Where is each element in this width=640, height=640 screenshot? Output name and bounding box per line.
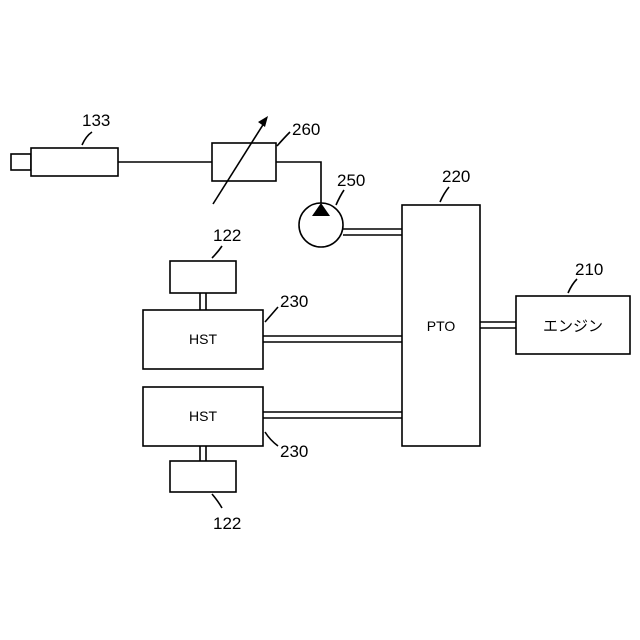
pump-ref-label: 250 [337, 171, 365, 190]
valve-ref-label: 260 [292, 120, 320, 139]
variable-valve-box [212, 143, 276, 181]
pump-leader [336, 190, 344, 205]
engine-leader [568, 279, 577, 293]
top-wheel-ref-label: 122 [213, 226, 241, 245]
engine-label: エンジン [543, 317, 603, 335]
bottom-wheel-ref-label: 122 [213, 514, 241, 533]
top-wheel-leader [212, 246, 222, 258]
pto-label: PTO [427, 318, 456, 334]
bottom-hst-ref-label: 230 [280, 442, 308, 461]
top-hst-ref-label: 230 [280, 292, 308, 311]
sensor-unit [11, 148, 118, 176]
sensor-body [31, 148, 118, 176]
bottom-wheel-leader [212, 494, 222, 508]
valve-leader [277, 132, 290, 146]
valve-pump-line [276, 162, 321, 203]
top-hst-label: HST [189, 331, 217, 347]
top-wheel-box [170, 261, 236, 293]
bottom-hst-leader [265, 432, 278, 446]
bottom-hst-label: HST [189, 408, 217, 424]
top-hst-leader [265, 307, 278, 322]
pto-ref-label: 220 [442, 167, 470, 186]
sensor-tip [11, 154, 31, 170]
engine-ref-label: 210 [575, 260, 603, 279]
pto-leader [440, 187, 449, 202]
bottom-wheel-box [170, 461, 236, 492]
sensor-leader [82, 132, 92, 145]
sensor-ref-label: 133 [82, 111, 110, 130]
